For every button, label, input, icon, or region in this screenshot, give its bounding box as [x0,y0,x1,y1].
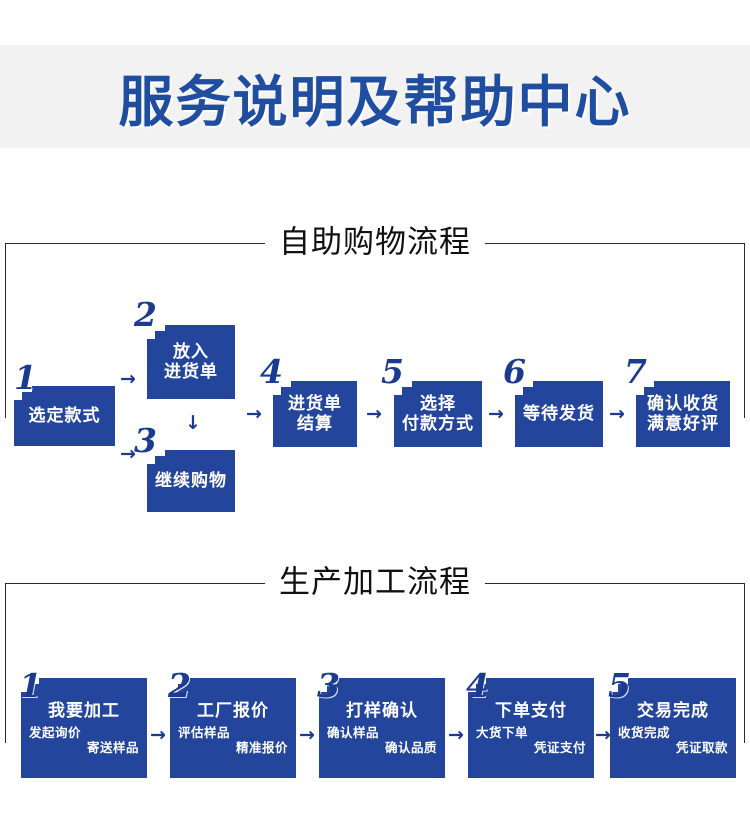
prod-arrow-4-to-5: → [595,724,611,746]
arrow-2-to-3-down: ↓ [185,412,201,434]
prod-arrow-2-to-3: → [299,724,315,746]
flow-node-confirm-receipt[interactable]: 确认收货 满意好评 [636,381,730,447]
prod-arrow-3-to-4: → [448,724,464,746]
arrow-1-to-3: → [120,443,136,465]
flow-node-add-to-order[interactable]: 放入 进货单 [147,325,235,399]
header-band: 服务说明及帮助中心 [0,45,750,148]
prod-node-transaction-complete[interactable]: 交易完成 收货完成 凭证取款 [610,678,736,778]
prod-node-request-processing[interactable]: 我要加工 发起询价 寄送样品 [21,678,147,778]
flow-node-label: 等待发货 [523,403,595,424]
shopping-flow-frame [5,243,745,418]
flow-node-label: 选择 付款方式 [402,393,474,434]
flow-node-await-shipment[interactable]: 等待发货 [515,381,603,447]
flow-node-continue-shopping[interactable]: 继续购物 [147,450,235,512]
prod-node-place-order-pay[interactable]: 下单支付 大货下单 凭证支付 [468,678,594,778]
prod-node-title: 下单支付 [495,700,567,721]
shopping-flow-title: 自助购物流程 [265,227,485,259]
production-flow-title: 生产加工流程 [265,567,485,599]
flow-node-payment-method[interactable]: 选择 付款方式 [394,381,482,447]
prod-node-title: 打样确认 [346,700,418,721]
prod-node-sample-confirm[interactable]: 打样确认 确认样品 确认品质 [319,678,445,778]
arrow-5-to-6: → [488,403,504,425]
prod-node-title: 工厂报价 [197,700,269,721]
flow-node-label: 选定款式 [28,405,101,426]
prod-node-subtext: 大货下单 凭证支付 [476,724,586,755]
arrow-6-to-7: → [609,403,625,425]
prod-node-subtext: 评估样品 精准报价 [178,724,288,755]
arrow-4-to-5: → [366,403,382,425]
prod-arrow-1-to-2: → [150,724,166,746]
step-number-3: 3 [134,421,157,460]
prod-node-title: 我要加工 [48,700,120,721]
arrow-to-node-4: → [246,403,262,425]
page-title: 服务说明及帮助中心 [118,69,632,134]
prod-node-factory-quote[interactable]: 工厂报价 评估样品 精准报价 [170,678,296,778]
flow-node-select-style[interactable]: 选定款式 [14,386,115,446]
prod-node-title: 交易完成 [637,700,709,721]
prod-node-subtext: 发起询价 寄送样品 [29,724,139,755]
arrow-1-to-2: → [120,368,136,390]
flow-node-order-settlement[interactable]: 进货单 结算 [273,381,357,447]
flow-node-label: 进货单 结算 [288,393,342,434]
flow-node-label: 继续购物 [155,470,227,491]
prod-node-subtext: 收货完成 凭证取款 [618,724,728,755]
flow-node-label: 放入 进货单 [164,341,218,382]
prod-node-subtext: 确认样品 确认品质 [327,724,437,755]
flow-node-label: 确认收货 满意好评 [647,393,719,434]
